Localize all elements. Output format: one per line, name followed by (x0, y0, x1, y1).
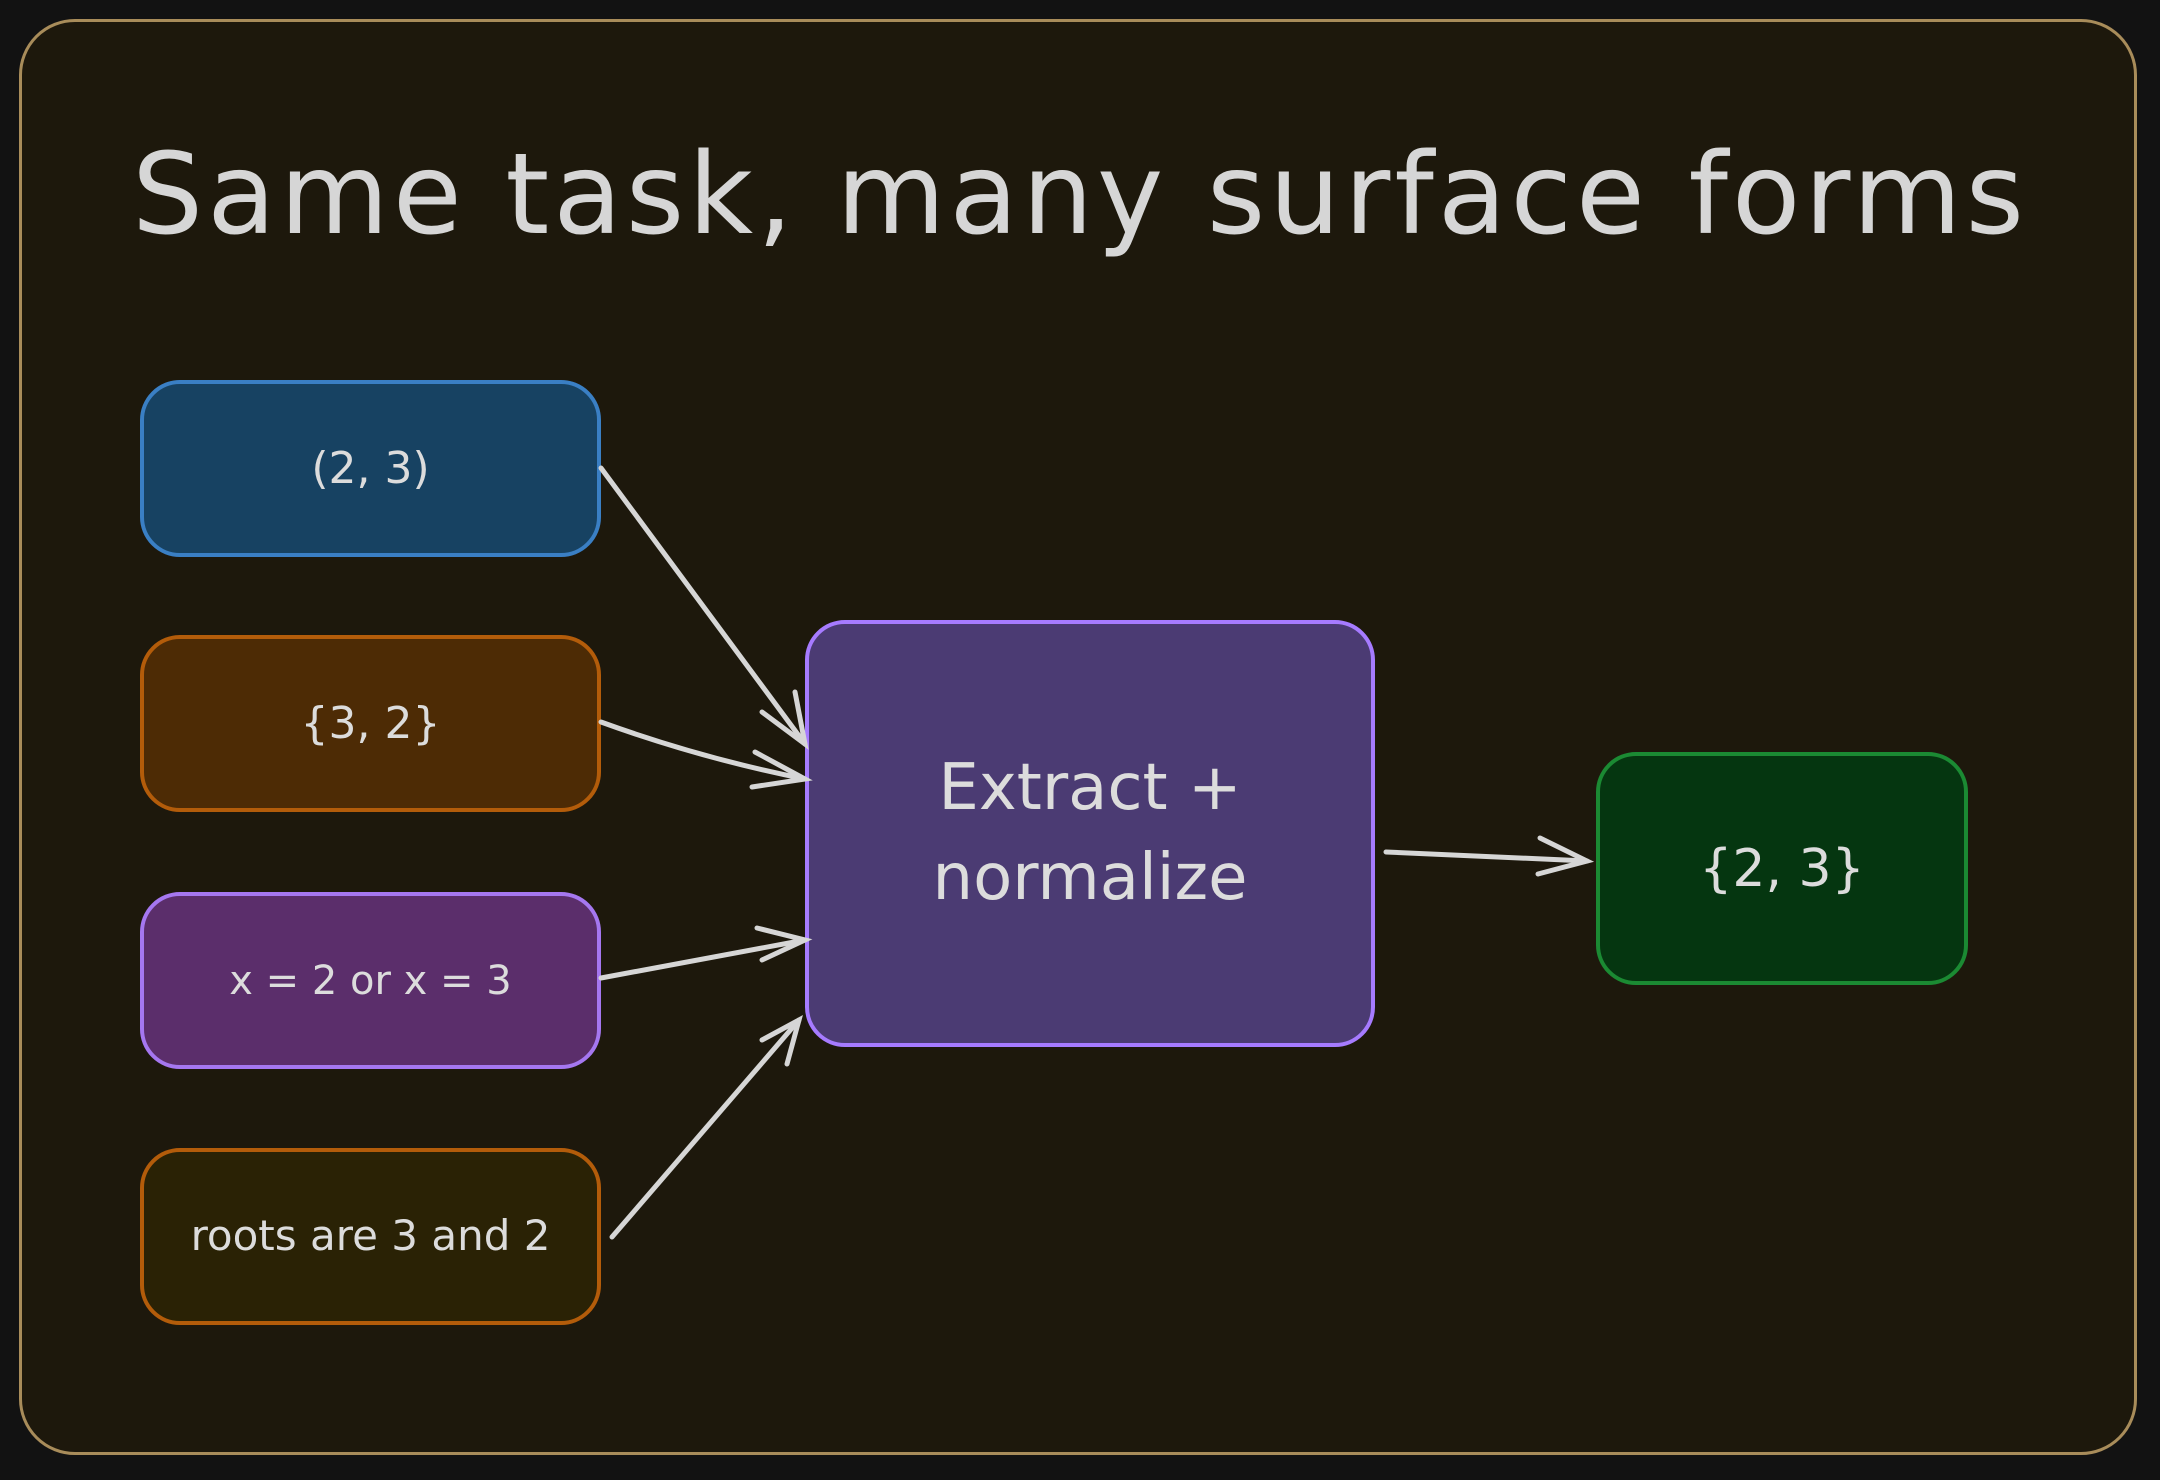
arrow-process-to-output (1383, 835, 1595, 877)
input-box-sentence: roots are 3 and 2 (140, 1148, 601, 1325)
input-box-equation: x = 2 or x = 3 (140, 892, 601, 1069)
arrow-set-to-process (598, 719, 813, 790)
process-box-extract-normalize: Extract + normalize (805, 620, 1375, 1047)
input-box-tuple: (2, 3) (140, 380, 601, 557)
diagram-title: Same task, many surface forms (132, 130, 2028, 260)
output-box-normalized-set: {2, 3} (1596, 752, 1968, 985)
input-box-set: {3, 2} (140, 635, 601, 812)
arrow-sentence-to-process (609, 1015, 803, 1240)
arrow-tuple-to-process (598, 465, 809, 750)
arrow-equation-to-process (598, 925, 813, 981)
